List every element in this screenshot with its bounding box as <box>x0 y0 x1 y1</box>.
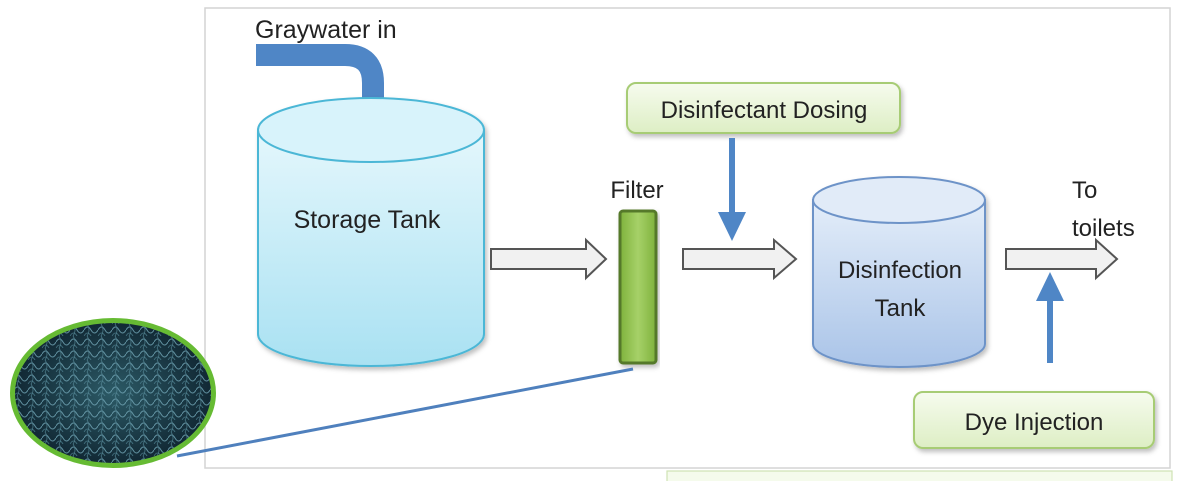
outlet-label-line2: toilets <box>1072 215 1135 242</box>
filter-media-image <box>10 318 216 468</box>
disinfection-tank-label-line2: Tank <box>875 295 927 322</box>
inlet-label: Graywater in <box>255 16 397 44</box>
bottom-placeholder-box <box>666 470 1173 481</box>
dye-injection-label: Dye Injection <box>965 409 1104 436</box>
outlet-label-line1: To <box>1072 177 1097 204</box>
disinfection-tank <box>812 176 986 368</box>
flow-arrow-to-toilets <box>1005 237 1119 281</box>
dye-injection-box <box>913 391 1155 449</box>
filter-callout-line <box>176 367 634 458</box>
disinfection-tank-label-line1: Disinfection <box>838 257 962 284</box>
filter <box>618 209 658 365</box>
flow-arrow-storage-to-filter <box>490 237 608 281</box>
flow-arrow-filter-to-disinfection <box>682 237 798 281</box>
dosing-arrow <box>718 138 746 241</box>
disinfectant-dosing-label: Disinfectant Dosing <box>661 97 868 124</box>
filter-label: Filter <box>610 177 663 204</box>
disinfectant-dosing-box <box>626 82 901 134</box>
storage-tank <box>257 97 485 367</box>
dye-injection-arrow <box>1036 272 1064 363</box>
storage-tank-label: Storage Tank <box>294 206 441 234</box>
